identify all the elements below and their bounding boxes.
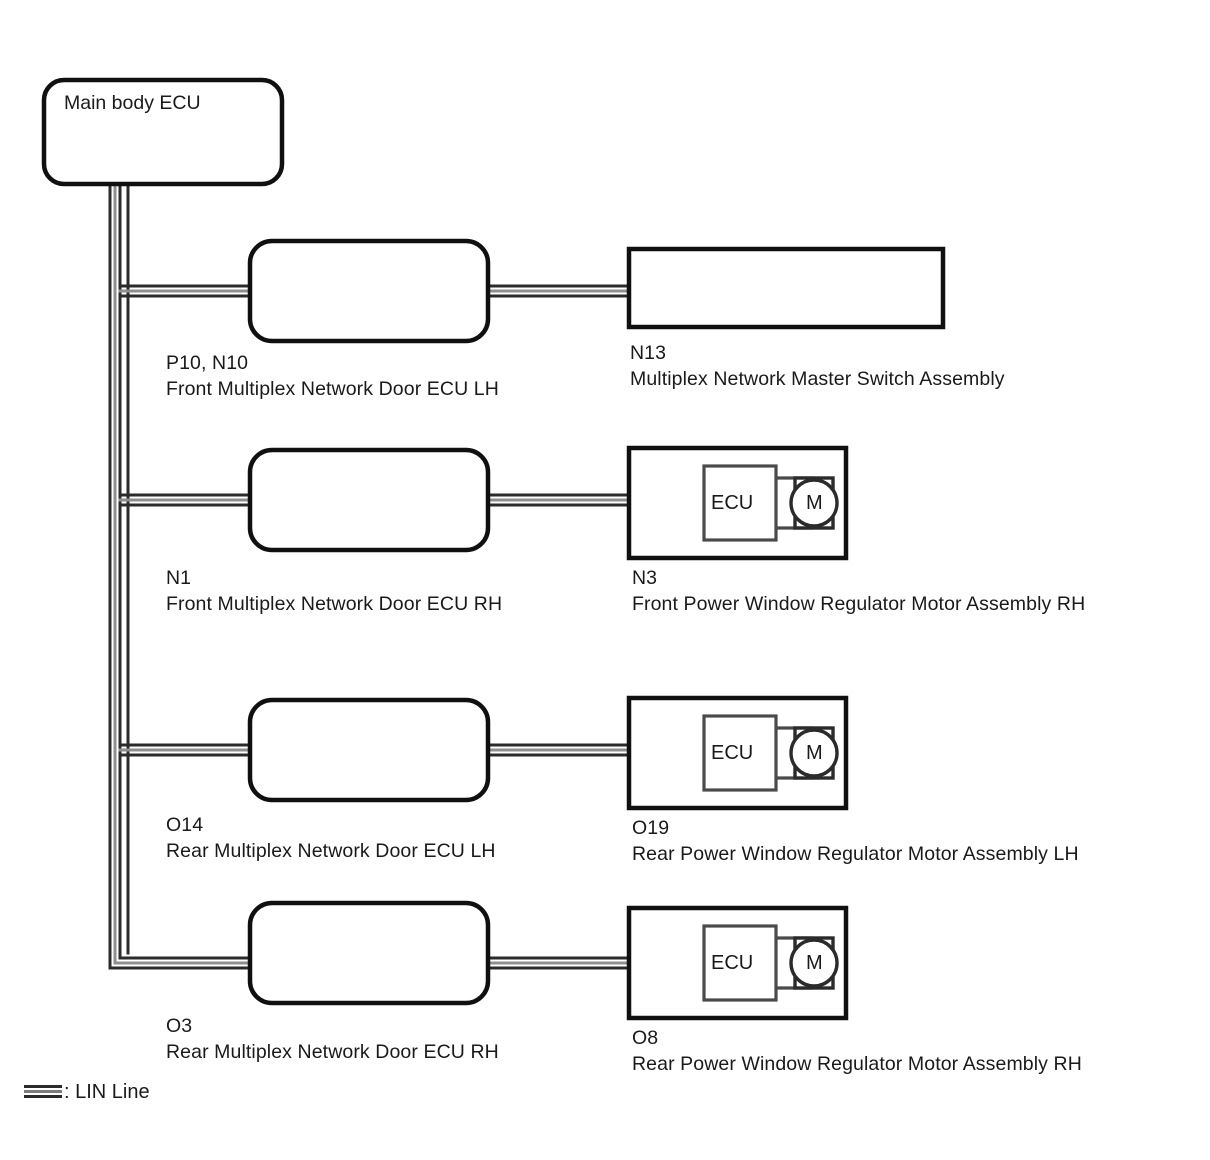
lin-trunk-outer — [108, 182, 122, 970]
node-code: N1 — [166, 567, 192, 589]
lin-link-row-4 — [486, 956, 631, 970]
node-caption-master-switch: N13 Multiplex Network Master Switch Asse… — [630, 340, 1005, 392]
node-door-ecu-lh-front — [247, 238, 491, 344]
lin-branch-row-3 — [118, 743, 252, 757]
lin-branch-row-1 — [118, 284, 252, 298]
node-code: O14 — [166, 814, 204, 836]
node-caption-door-ecu-lh-rear: O14 Rear Multiplex Network Door ECU LH — [166, 812, 496, 864]
main-body-ecu-label: Main body ECU — [64, 92, 201, 114]
lin-branch-row-4 — [108, 956, 252, 970]
node-motor-assembly-rear-lh — [626, 695, 849, 811]
node-code: P10, N10 — [166, 352, 249, 374]
node-door-ecu-rh-rear — [247, 900, 491, 1006]
node-master-switch — [626, 246, 946, 330]
node-caption-door-ecu-rh-rear: O3 Rear Multiplex Network Door ECU RH — [166, 1013, 499, 1065]
motor-symbol-label-rear-rh: M — [806, 952, 823, 974]
node-door-ecu-lh-rear — [247, 697, 491, 803]
node-name: Rear Power Window Regulator Motor Assemb… — [632, 843, 1079, 865]
node-code: O3 — [166, 1015, 193, 1037]
inner-ecu-label-rear-lh: ECU — [711, 742, 754, 764]
node-caption-door-ecu-rh-front: N1 Front Multiplex Network Door ECU RH — [166, 565, 502, 617]
node-name: Rear Multiplex Network Door ECU RH — [166, 1041, 499, 1063]
lin-link-row-1 — [486, 284, 631, 298]
node-name: Front Multiplex Network Door ECU RH — [166, 593, 503, 615]
node-name: Front Multiplex Network Door ECU LH — [166, 378, 499, 400]
node-name: Front Power Window Regulator Motor Assem… — [632, 593, 1086, 615]
node-main-body-ecu — [41, 77, 285, 187]
node-name: Rear Multiplex Network Door ECU LH — [166, 840, 496, 862]
node-code: N3 — [632, 567, 658, 589]
node-caption-motor-rear-rh: O8 Rear Power Window Regulator Motor Ass… — [632, 1025, 1082, 1077]
lin-branch-row-2 — [118, 493, 252, 507]
inner-ecu-label-front-rh: ECU — [711, 492, 754, 514]
lin-link-row-2 — [486, 493, 631, 507]
motor-symbol-label-rear-lh: M — [806, 742, 823, 764]
legend-label: : LIN Line — [64, 1080, 150, 1103]
node-name: Rear Power Window Regulator Motor Assemb… — [632, 1053, 1082, 1075]
node-name: Multiplex Network Master Switch Assembly — [630, 368, 1005, 390]
node-code: O19 — [632, 817, 670, 839]
node-code: N13 — [630, 342, 667, 364]
node-caption-door-ecu-lh-front: P10, N10 Front Multiplex Network Door EC… — [166, 350, 499, 402]
node-caption-motor-rear-lh: O19 Rear Power Window Regulator Motor As… — [632, 815, 1079, 867]
legend: : LIN Line — [24, 1078, 150, 1106]
node-door-ecu-rh-front — [247, 447, 491, 553]
lin-line-icon — [24, 1085, 62, 1099]
node-code: O8 — [632, 1027, 659, 1049]
lin-link-row-3 — [486, 743, 631, 757]
motor-symbol-label-front-rh: M — [806, 492, 823, 514]
node-motor-assembly-front-rh — [626, 445, 849, 561]
node-motor-assembly-rear-rh — [626, 905, 849, 1021]
node-caption-motor-front-rh: N3 Front Power Window Regulator Motor As… — [632, 565, 1085, 617]
inner-ecu-label-rear-rh: ECU — [711, 952, 754, 974]
